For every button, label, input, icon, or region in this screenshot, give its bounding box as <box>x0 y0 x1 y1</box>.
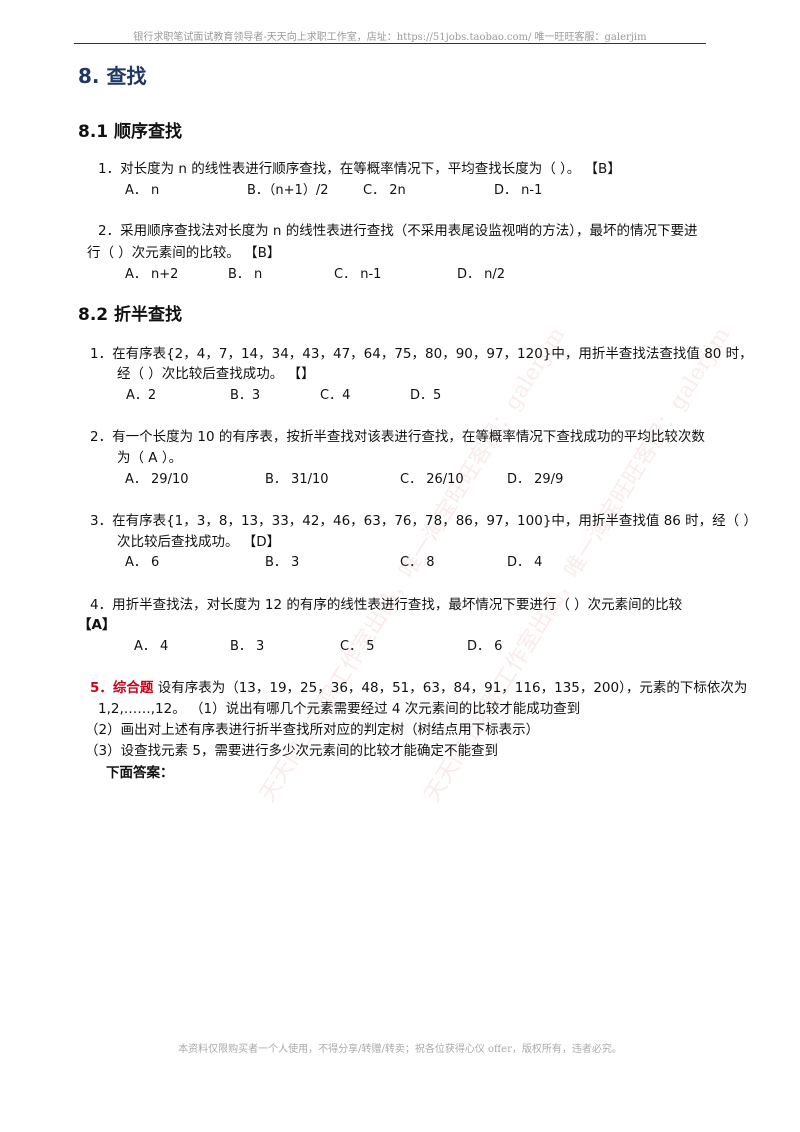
question-text: 2．有一个长度为 10 的有序表，按折半查找对该表进行查找，在等概率情况下查找成… <box>90 429 705 445</box>
question-text: 次比较后查找成功。 【D】 <box>117 534 281 550</box>
page-footer: 本资料仅限购买者一个人使用，不得分享/转赠/转卖；祝各位获得心仪 offer，版… <box>178 1044 622 1055</box>
option: C． 26/10 <box>400 472 464 487</box>
option: B．（n+1）/2 <box>247 183 329 198</box>
question-text: 经（ ）次比较后查找成功。 【】 <box>117 366 315 382</box>
option: D． 4 <box>507 555 543 570</box>
option: D． 29/9 <box>507 472 564 487</box>
page-header: 银行求职笔试面试教育领导者-天天向上求职工作室，店址：https://51job… <box>133 32 647 43</box>
subsection-title: 8.1 顺序查找 <box>78 122 183 142</box>
option: D． n-1 <box>494 183 543 198</box>
answer-mark: 【A】 <box>78 617 116 633</box>
option: A． 4 <box>134 639 169 654</box>
option: C． n-1 <box>334 267 382 282</box>
question-text: 为（ A ）。 <box>117 450 183 466</box>
option: C． 2n <box>363 183 406 198</box>
option: B． n <box>228 267 263 282</box>
option: B． 3 <box>265 555 300 570</box>
question-text: 4．用折半查找法，对长度为 12 的有序的线性表进行查找，最坏情况下要进行（ ）… <box>90 597 683 613</box>
option: C．4 <box>320 388 351 403</box>
question-number: 5． <box>90 680 113 696</box>
option: D．5 <box>410 388 442 403</box>
question-text: 3．在有序表{1，3，8，13，33，42，46，63，76，78，86，97，… <box>90 513 757 529</box>
option: D． n/2 <box>457 267 506 282</box>
question-text: 5．综合题 设有序表为（13，19，25，36，48，51，63，84，91，1… <box>90 676 747 696</box>
question-text: （3）设查找元素 5，需要进行多少次元素间的比较才能确定不能查到 <box>85 743 498 759</box>
option: A． 6 <box>125 555 160 570</box>
section-title: 8. 查找 <box>78 64 147 88</box>
option: C． 8 <box>400 555 435 570</box>
question-tag: 综合题 <box>112 680 154 696</box>
question-text: 1．在有序表{2，4，7，14，34，43，47，64，75，80，90，97，… <box>90 346 753 362</box>
option: C． 5 <box>340 639 375 654</box>
question-text-rest: 设有序表为（13，19，25，36，48，51，63，84，91，116，135… <box>153 680 748 696</box>
option: B．3 <box>230 388 261 403</box>
header-rule <box>74 43 706 44</box>
subsection-title: 8.2 折半查找 <box>78 305 183 325</box>
question-text: 行（ ）次元素间的比较。 【B】 <box>87 245 281 261</box>
option: A． n+2 <box>125 267 179 282</box>
option: A．2 <box>126 388 157 403</box>
option: A． n <box>125 183 160 198</box>
question-text: 1．对长度为 n 的线性表进行顺序查找，在等概率情况下，平均查找长度为（ ）。 … <box>98 161 621 177</box>
option: D． 6 <box>467 639 503 654</box>
question-text: （2）画出对上述有序表进行折半查找所对应的判定树（树结点用下标表示） <box>85 722 540 738</box>
option: B． 31/10 <box>265 472 329 487</box>
option: A． 29/10 <box>125 472 189 487</box>
option: B． 3 <box>230 639 265 654</box>
question-text: 2．采用顺序查找法对长度为 n 的线性表进行查找（不采用表尾设监视哨的方法），最… <box>98 223 698 239</box>
answer-heading: 下面答案： <box>106 765 174 781</box>
question-text: 1,2,……,12。 （1）说出有哪几个元素需要经过 4 次元素间的比较才能成功… <box>98 701 581 717</box>
